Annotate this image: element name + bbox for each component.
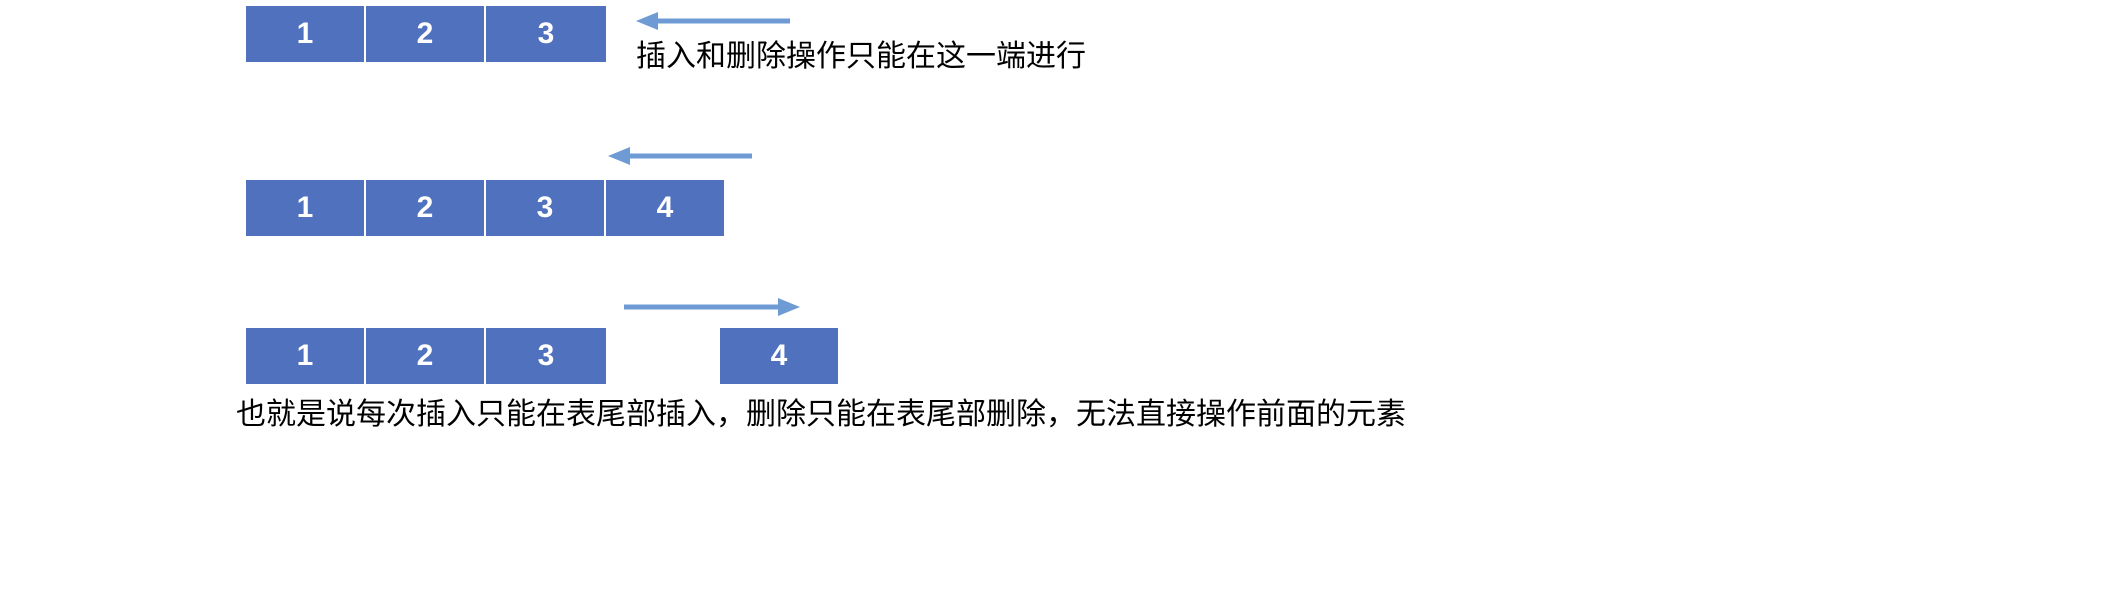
- right-arrow-icon: [622, 294, 804, 320]
- sequence-cell: 3: [486, 180, 606, 236]
- sequence-cell: 1: [246, 328, 366, 384]
- sequence-cell: 1: [246, 180, 366, 236]
- sequence-row-initial: 1 2 3: [246, 6, 606, 62]
- detached-sequence-cell: 4: [720, 328, 838, 384]
- sequence-row-after-delete: 1 2 3: [246, 328, 606, 384]
- sequence-cell: 1: [246, 6, 366, 62]
- sequence-cell: 3: [486, 6, 606, 62]
- sequence-cell: 3: [486, 328, 606, 384]
- sequence-row-after-insert: 1 2 3 4: [246, 180, 724, 236]
- caption-insert-delete-end: 插入和删除操作只能在这一端进行: [636, 39, 1086, 74]
- sequence-cell: 4: [606, 180, 724, 236]
- detached-cell-group: 4: [720, 328, 838, 384]
- left-arrow-icon: [632, 8, 792, 34]
- sequence-cell: 2: [366, 180, 486, 236]
- caption-tail-insert-delete: 也就是说每次插入只能在表尾部插入，删除只能在表尾部删除，无法直接操作前面的元素: [236, 397, 1406, 432]
- left-arrow-icon: [604, 143, 754, 169]
- sequence-cell: 2: [366, 6, 486, 62]
- sequence-cell: 2: [366, 328, 486, 384]
